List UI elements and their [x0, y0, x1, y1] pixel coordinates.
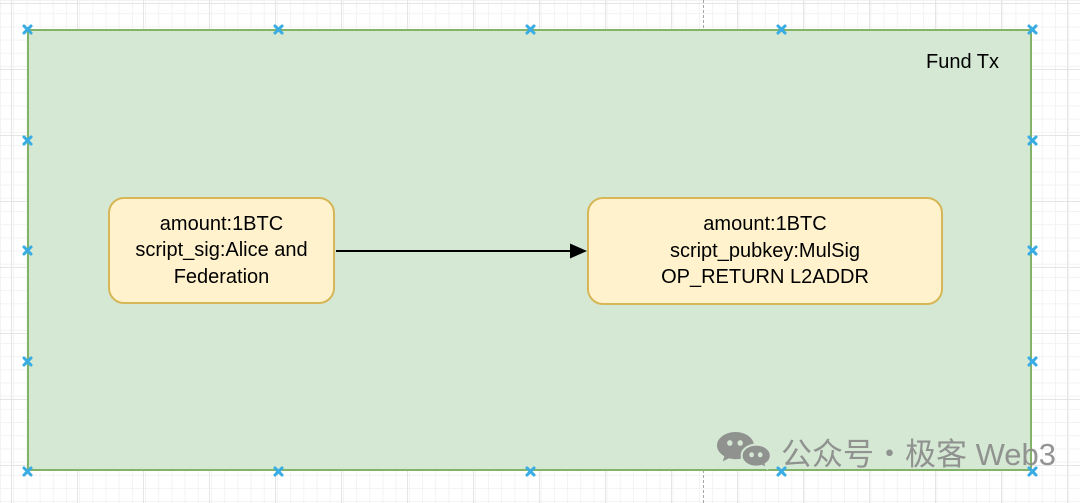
node-tx-input[interactable]: amount:1BTC script_sig:Alice and Federat…: [108, 197, 335, 304]
wechat-icon: [717, 432, 772, 471]
node-text-line: amount:1BTC: [159, 212, 284, 235]
arrowhead-icon: [570, 243, 587, 259]
watermark-text: 公众号・极客 Web3: [781, 436, 1057, 472]
container-label: Fund Tx: [926, 51, 999, 73]
node-text-line: script_sig:Alice and: [135, 239, 308, 262]
node-text-line: OP_RETURN L2ADDR: [661, 266, 869, 289]
node-text-line: amount:1BTC: [703, 213, 827, 236]
node-tx-output[interactable]: amount:1BTC script_pubkey:MulSig OP_RETU…: [587, 197, 943, 305]
node-text-line: script_pubkey:MulSig: [669, 239, 861, 262]
node-text-line: Federation: [173, 265, 270, 288]
watermark: 公众号・极客 Web3: [716, 428, 1056, 474]
arrow-connector[interactable]: [334, 239, 592, 263]
